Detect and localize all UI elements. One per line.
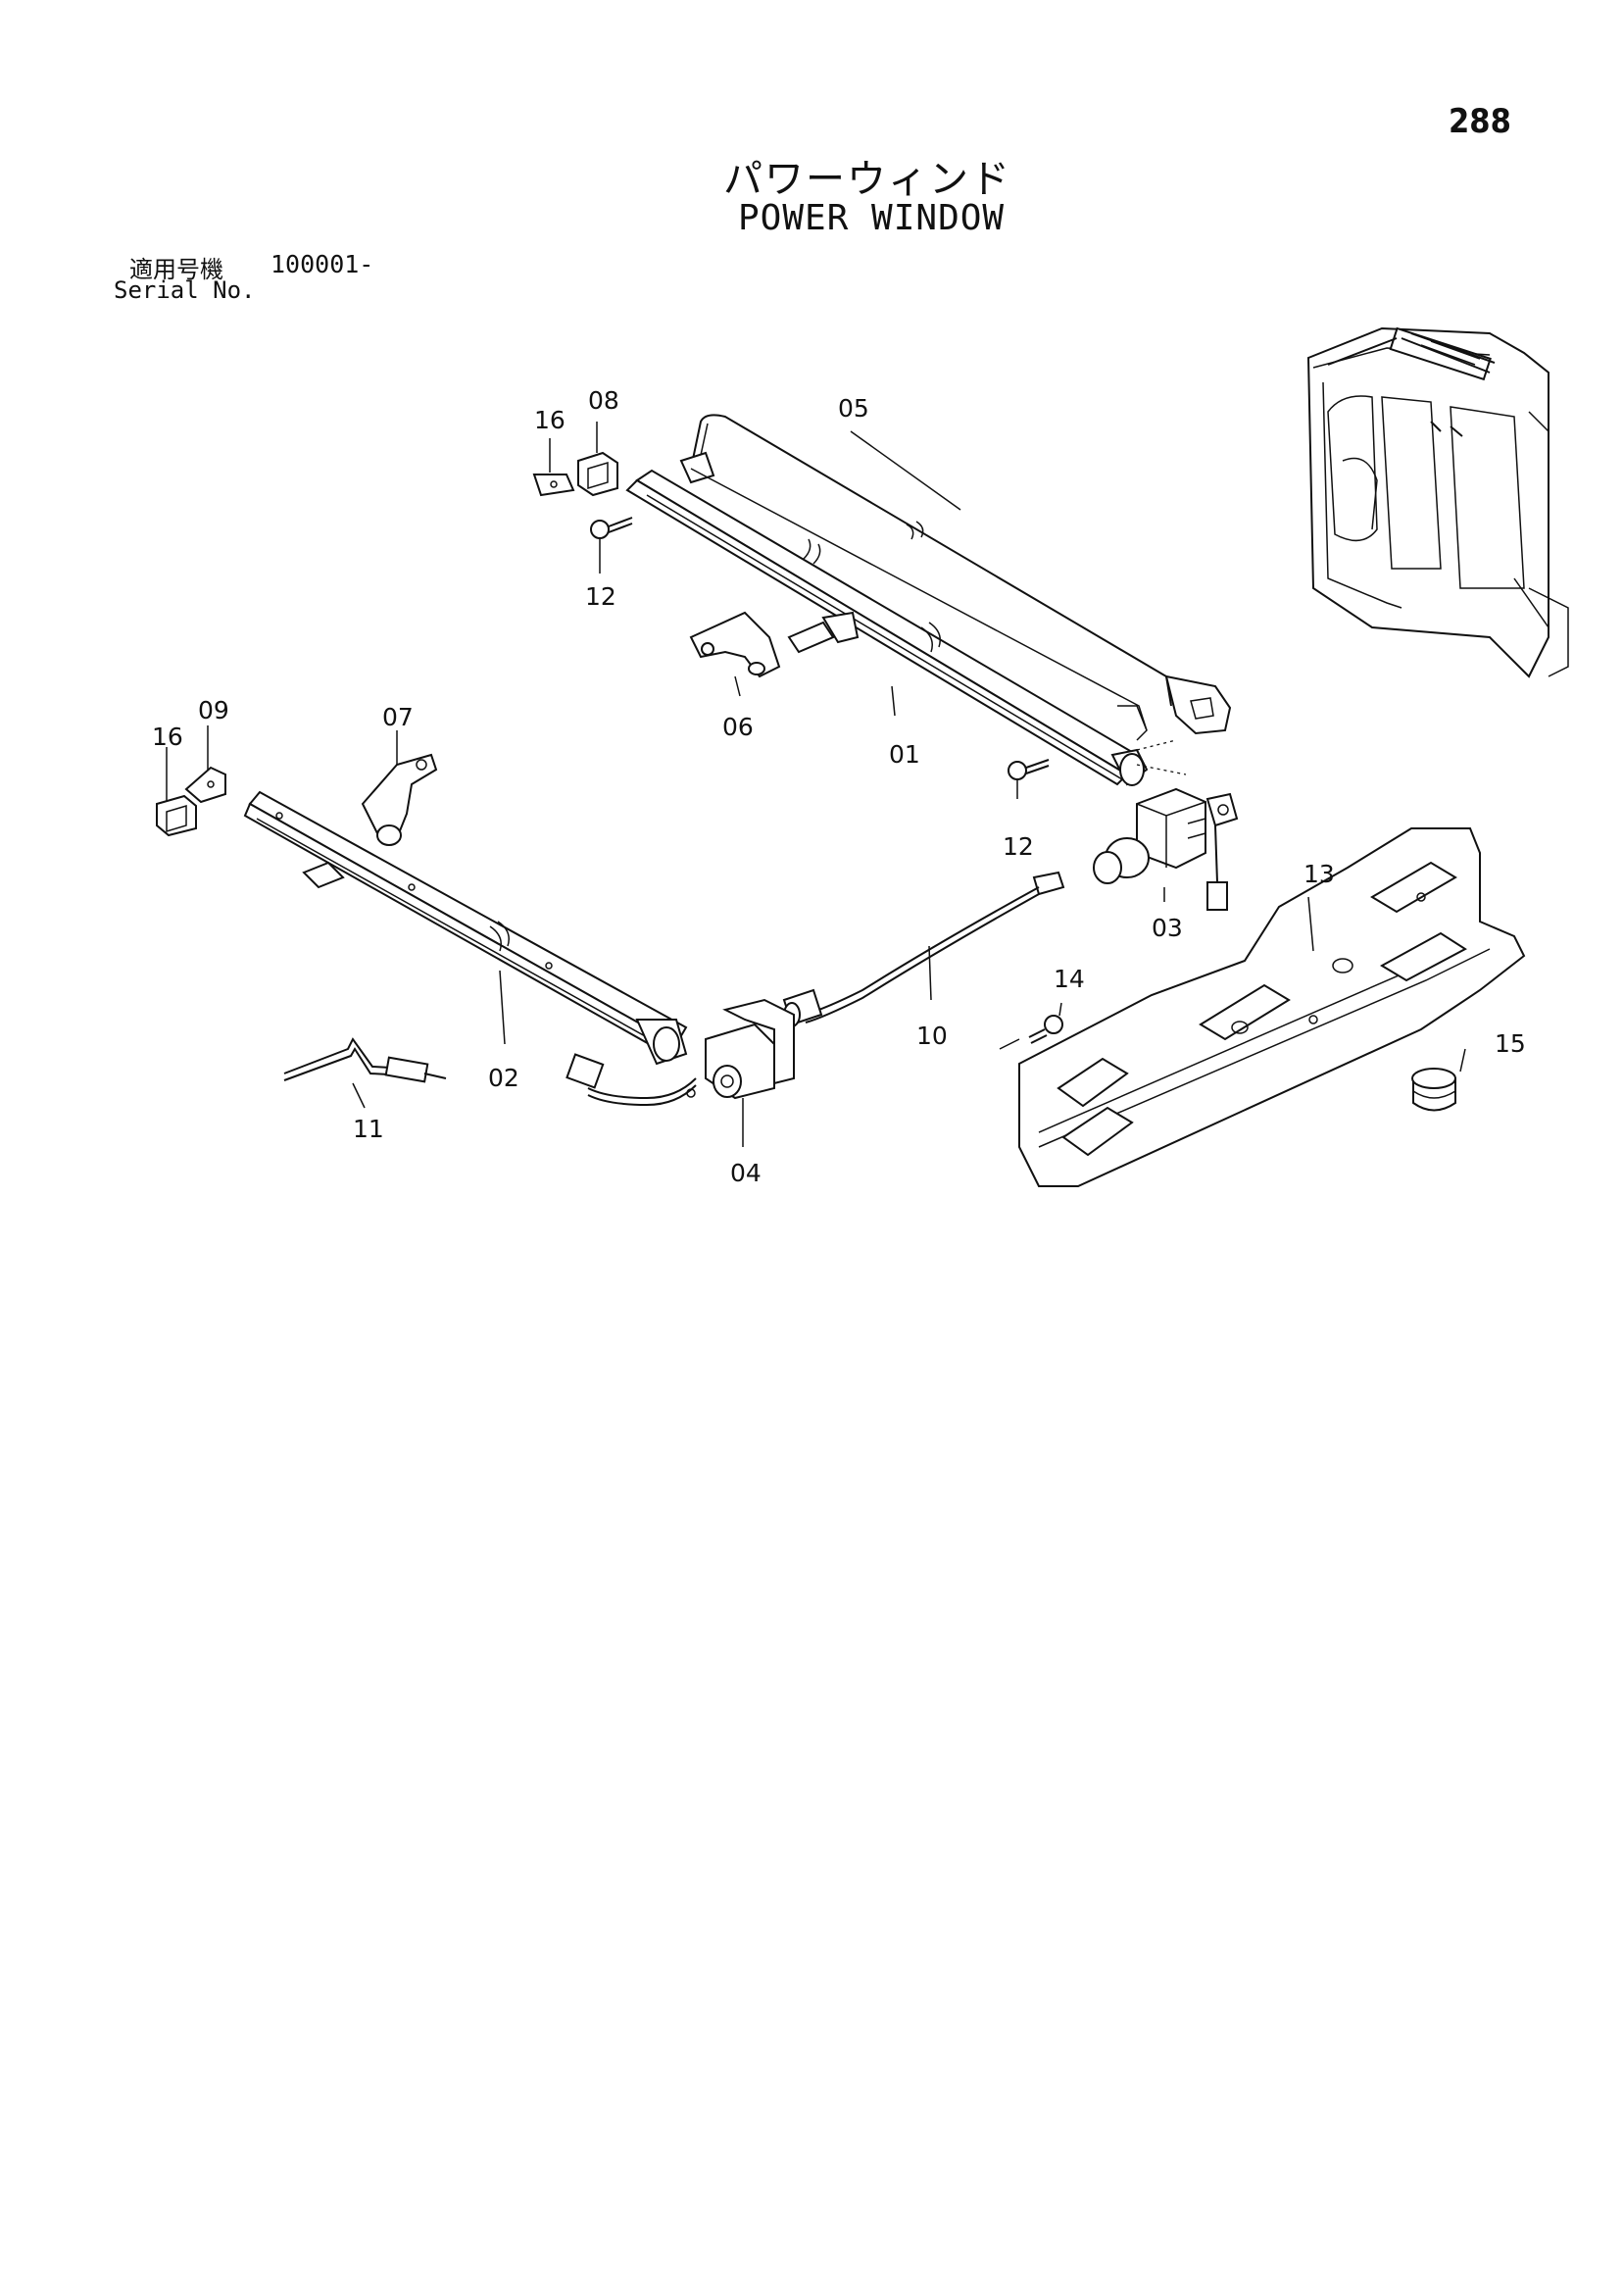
serial-label: Serial No. xyxy=(114,276,256,304)
callout-16-upper: 16 xyxy=(534,406,566,434)
callout-15: 15 xyxy=(1495,1029,1526,1058)
part-16-plate-upper xyxy=(532,474,575,497)
part-09-plate xyxy=(184,766,226,804)
callout-02: 02 xyxy=(488,1064,519,1092)
callout-08: 08 xyxy=(588,386,619,415)
part-10-cable xyxy=(782,871,1065,1027)
part-13-frame xyxy=(1018,827,1526,1187)
part-01-upper-rail xyxy=(625,469,1187,786)
part-16-block-lower xyxy=(156,794,197,837)
callout-12-upper: 12 xyxy=(585,582,616,611)
callout-01: 01 xyxy=(889,740,920,769)
callout-12-lower: 12 xyxy=(1003,832,1034,861)
cab-location-thumbnail xyxy=(1306,326,1569,678)
part-03-motor xyxy=(1093,787,1239,911)
callout-labels: 01 02 03 04 05 06 07 08 09 10 11 12 12 1… xyxy=(152,386,1526,1187)
part-15-rubber-mount xyxy=(1411,1068,1456,1112)
callout-16-lower: 16 xyxy=(152,723,183,751)
serial-label-japanese: 適用号機 xyxy=(129,256,223,283)
serial-number-value: 100001- xyxy=(270,250,374,278)
page-number: 288 xyxy=(1449,102,1511,141)
part-12-bolt-lower xyxy=(1008,759,1050,780)
part-06-bracket xyxy=(689,611,860,678)
callout-03: 03 xyxy=(1152,914,1183,942)
callout-09: 09 xyxy=(198,696,229,724)
part-08-block xyxy=(577,451,618,497)
callout-05: 05 xyxy=(838,394,869,423)
part-12-bolt-upper xyxy=(590,517,633,539)
callout-06: 06 xyxy=(722,713,754,741)
page-title: POWER WINDOW xyxy=(738,198,1006,238)
part-07-bracket xyxy=(361,753,438,846)
part-02-lower-rail xyxy=(243,790,688,1066)
callout-11: 11 xyxy=(353,1115,384,1143)
callout-10: 10 xyxy=(916,1022,948,1050)
callout-14: 14 xyxy=(1054,965,1085,993)
part-05-wiring-harness xyxy=(679,414,1232,735)
leader-lines xyxy=(166,422,1466,1147)
page-title-japanese: パワーウィンド xyxy=(723,157,1011,202)
part-11-crank-handle xyxy=(283,1037,447,1083)
part-04-motor-bracket xyxy=(566,998,795,1107)
callout-04: 04 xyxy=(730,1159,762,1187)
part-14-bolt xyxy=(999,1015,1063,1050)
callout-07: 07 xyxy=(382,703,414,731)
callout-13: 13 xyxy=(1303,860,1335,888)
